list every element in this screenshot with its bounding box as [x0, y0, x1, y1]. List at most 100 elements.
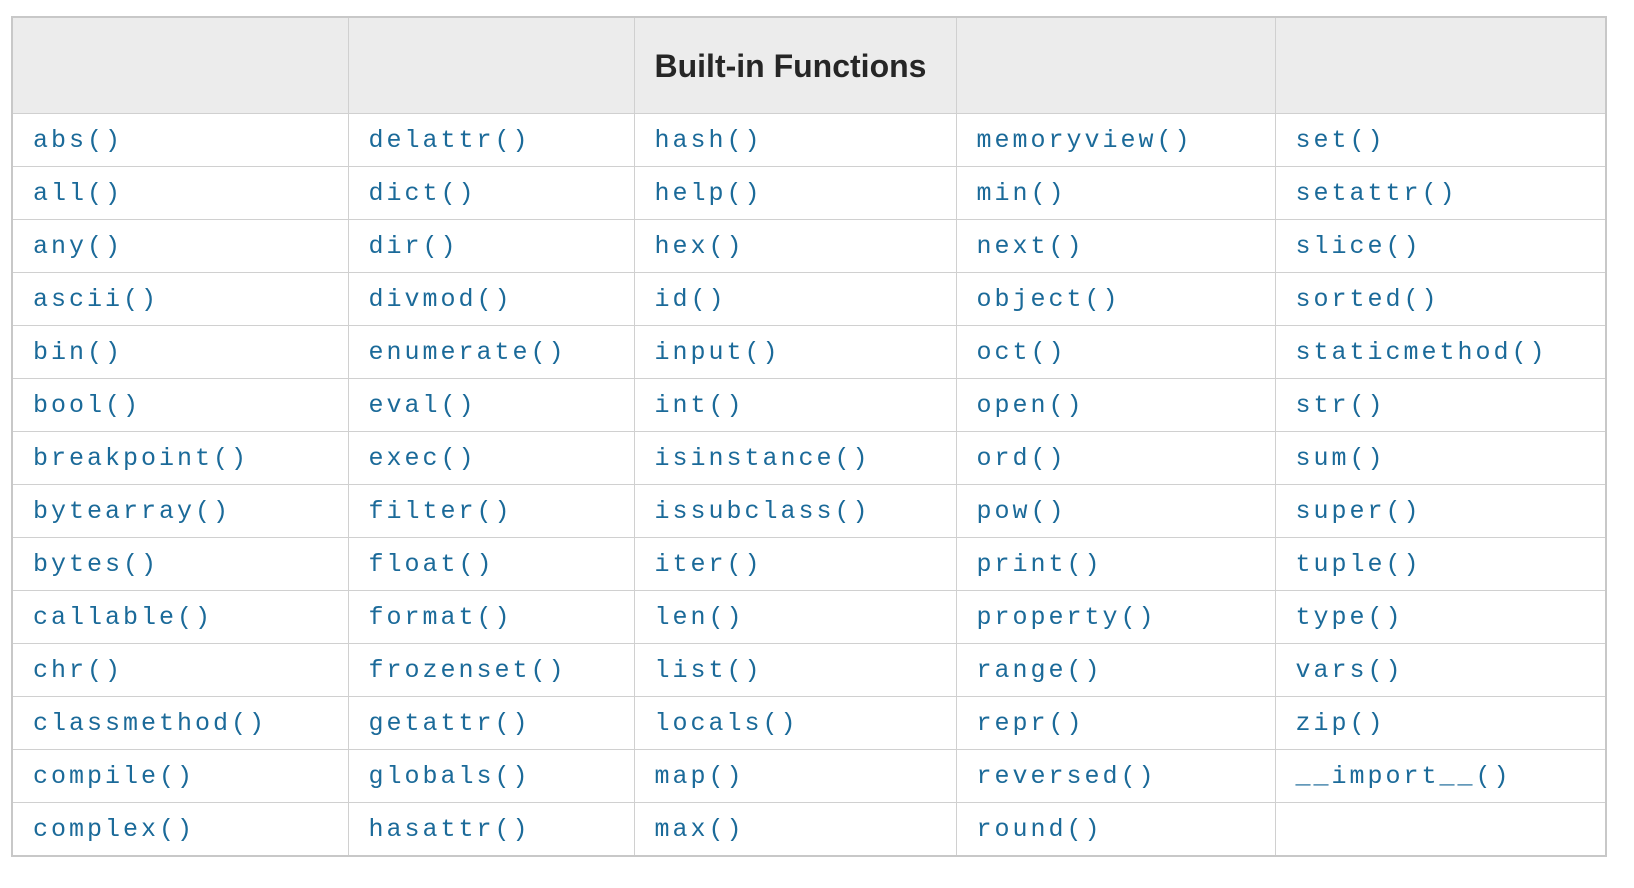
function-link[interactable]: enumerate(): [368, 337, 567, 367]
function-link[interactable]: eval(): [368, 390, 477, 420]
function-link[interactable]: hasattr(): [368, 814, 531, 844]
function-cell: oct(): [955, 325, 1276, 379]
function-link[interactable]: dir(): [368, 231, 459, 261]
function-link[interactable]: int(): [654, 390, 745, 420]
function-link[interactable]: abs(): [33, 125, 124, 155]
function-cell: float(): [347, 537, 635, 591]
function-link[interactable]: getattr(): [368, 708, 531, 738]
function-cell: hash(): [633, 113, 957, 167]
function-link[interactable]: max(): [654, 814, 745, 844]
function-link[interactable]: list(): [654, 655, 763, 685]
function-cell: slice(): [1274, 219, 1607, 273]
function-link[interactable]: callable(): [33, 602, 214, 632]
function-link[interactable]: divmod(): [368, 284, 513, 314]
function-link[interactable]: iter(): [654, 549, 763, 579]
function-cell: next(): [955, 219, 1276, 273]
function-link[interactable]: len(): [654, 602, 745, 632]
function-cell: any(): [11, 219, 349, 273]
function-link[interactable]: oct(): [976, 337, 1067, 367]
function-link[interactable]: memoryview(): [976, 125, 1193, 155]
function-link[interactable]: any(): [33, 231, 124, 261]
header-cell-5: [1274, 16, 1607, 114]
function-link[interactable]: pow(): [976, 496, 1067, 526]
function-link[interactable]: str(): [1295, 390, 1386, 420]
function-link[interactable]: compile(): [33, 761, 196, 791]
table-row: classmethod() getattr() locals() repr() zip(…: [11, 696, 1607, 750]
function-cell: delattr(): [347, 113, 635, 167]
function-link[interactable]: input(): [654, 337, 781, 367]
function-link[interactable]: sorted(): [1295, 284, 1440, 314]
function-link[interactable]: zip(): [1295, 708, 1386, 738]
function-cell: hex(): [633, 219, 957, 273]
function-link[interactable]: hash(): [654, 125, 763, 155]
function-link[interactable]: ord(): [976, 443, 1067, 473]
function-link[interactable]: all(): [33, 178, 124, 208]
function-cell: set(): [1274, 113, 1607, 167]
function-link[interactable]: staticmethod(): [1295, 337, 1548, 367]
function-link[interactable]: sum(): [1295, 443, 1386, 473]
function-link[interactable]: range(): [976, 655, 1103, 685]
function-link[interactable]: breakpoint(): [33, 443, 250, 473]
function-link[interactable]: locals(): [654, 708, 799, 738]
function-cell: tuple(): [1274, 537, 1607, 591]
function-link[interactable]: object(): [976, 284, 1121, 314]
function-cell: exec(): [347, 431, 635, 485]
function-link[interactable]: reversed(): [976, 761, 1157, 791]
table-row: breakpoint() exec() isinstance() ord() sum(): [11, 431, 1607, 485]
function-cell: locals(): [633, 696, 957, 750]
function-cell: dict(): [347, 166, 635, 220]
function-link[interactable]: classmethod(): [33, 708, 268, 738]
function-link[interactable]: set(): [1295, 125, 1386, 155]
function-cell: hasattr(): [347, 802, 635, 857]
function-link[interactable]: hex(): [654, 231, 745, 261]
function-link[interactable]: slice(): [1295, 231, 1422, 261]
function-link[interactable]: format(): [368, 602, 513, 632]
function-link[interactable]: __import__(): [1295, 761, 1512, 791]
function-link[interactable]: chr(): [33, 655, 124, 685]
function-link[interactable]: bytes(): [33, 549, 160, 579]
function-link[interactable]: bin(): [33, 337, 124, 367]
function-cell: id(): [633, 272, 957, 326]
function-cell: ascii(): [11, 272, 349, 326]
function-link[interactable]: property(): [976, 602, 1157, 632]
function-link[interactable]: min(): [976, 178, 1067, 208]
function-link[interactable]: print(): [976, 549, 1103, 579]
function-cell: list(): [633, 643, 957, 697]
function-link[interactable]: open(): [976, 390, 1085, 420]
function-cell: dir(): [347, 219, 635, 273]
function-link[interactable]: filter(): [368, 496, 513, 526]
function-cell: object(): [955, 272, 1276, 326]
function-cell: filter(): [347, 484, 635, 538]
function-link[interactable]: tuple(): [1295, 549, 1422, 579]
function-link[interactable]: bool(): [33, 390, 142, 420]
function-link[interactable]: ascii(): [33, 284, 160, 314]
function-link[interactable]: complex(): [33, 814, 196, 844]
function-cell: iter(): [633, 537, 957, 591]
function-link[interactable]: vars(): [1295, 655, 1404, 685]
function-cell: issubclass(): [633, 484, 957, 538]
function-link[interactable]: map(): [654, 761, 745, 791]
function-link[interactable]: help(): [654, 178, 763, 208]
function-cell: chr(): [11, 643, 349, 697]
function-link[interactable]: exec(): [368, 443, 477, 473]
function-link[interactable]: frozenset(): [368, 655, 567, 685]
function-link[interactable]: setattr(): [1295, 178, 1458, 208]
function-link[interactable]: round(): [976, 814, 1103, 844]
function-link[interactable]: float(): [368, 549, 495, 579]
function-link[interactable]: dict(): [368, 178, 477, 208]
function-link[interactable]: isinstance(): [654, 443, 871, 473]
function-link[interactable]: type(): [1295, 602, 1404, 632]
function-cell: bin(): [11, 325, 349, 379]
function-cell: max(): [633, 802, 957, 857]
function-link[interactable]: delattr(): [368, 125, 531, 155]
function-link[interactable]: repr(): [976, 708, 1085, 738]
function-cell: eval(): [347, 378, 635, 432]
function-cell: [1274, 802, 1607, 857]
function-link[interactable]: id(): [654, 284, 727, 314]
function-link[interactable]: next(): [976, 231, 1085, 261]
function-link[interactable]: super(): [1295, 496, 1422, 526]
function-link[interactable]: issubclass(): [654, 496, 871, 526]
function-link[interactable]: globals(): [368, 761, 531, 791]
function-link[interactable]: bytearray(): [33, 496, 232, 526]
